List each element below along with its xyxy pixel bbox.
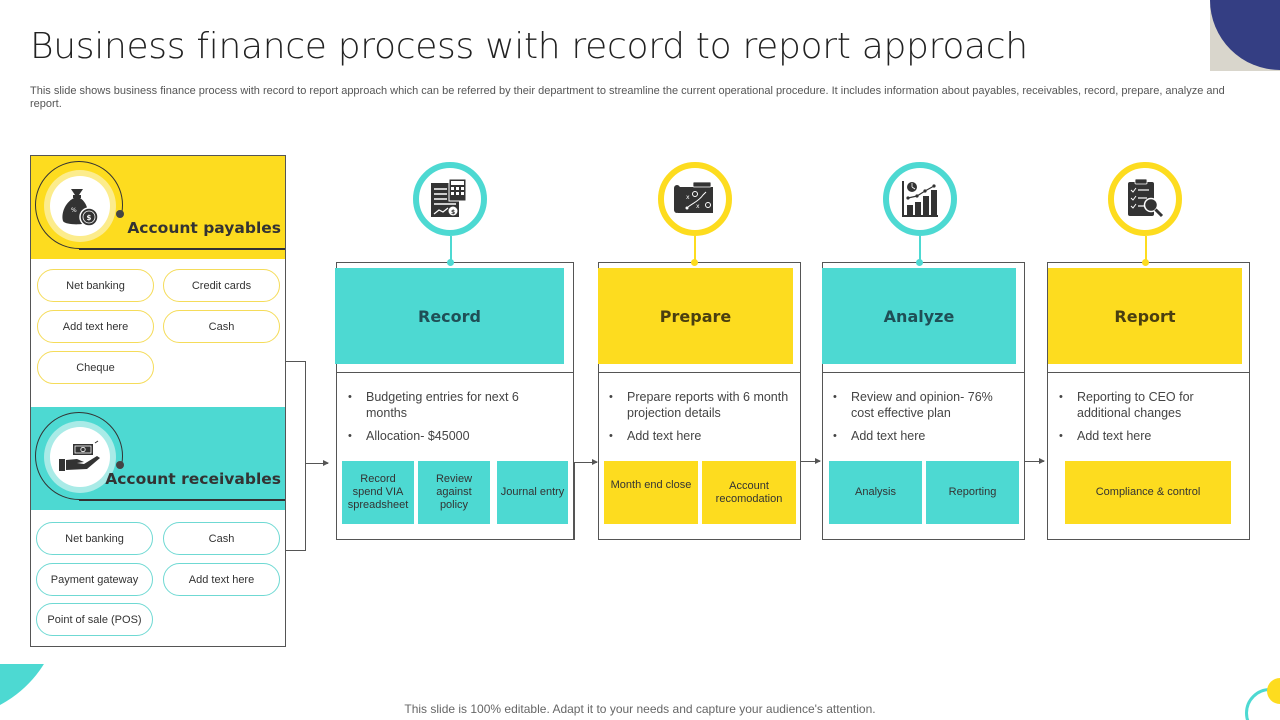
arrow-to-report	[1025, 458, 1045, 464]
corner-decoration-dot	[1267, 678, 1280, 704]
strategy-map-icon: x x	[658, 162, 732, 236]
prepare-substep: Month end close	[604, 461, 698, 524]
report-substep: Compliance & control	[1065, 461, 1231, 524]
svg-text:$: $	[451, 209, 455, 216]
analyze-bullets: Review and opinion- 76% cost effective p…	[831, 389, 1016, 451]
prepare-bullets: Prepare reports with 6 month projection …	[607, 389, 792, 451]
hand-receiving-money-icon	[50, 427, 110, 487]
panel-connector-bracket	[286, 361, 306, 551]
clipboard-search-icon	[1108, 162, 1182, 236]
arrow-to-analyze	[801, 458, 821, 464]
payables-item: Net banking	[37, 269, 154, 302]
svg-text:x: x	[686, 194, 690, 201]
corner-decoration-ring	[1245, 688, 1280, 720]
receivables-item: Point of sale (POS)	[36, 603, 153, 636]
svg-text:%: %	[71, 207, 77, 214]
analyze-substep: Reporting	[926, 461, 1019, 524]
corner-decoration-top-right	[1210, 0, 1280, 71]
payables-item: Add text here	[37, 310, 154, 343]
record-substep: Record spend VIA spreadsheet	[342, 461, 414, 524]
account-payables-title: Account payables	[127, 219, 281, 237]
accounts-panel: % $ Account payables Net banking Credit …	[30, 155, 286, 647]
receivables-item: Cash	[163, 522, 280, 555]
analyze-step-title: Analyze	[822, 268, 1016, 364]
report-step-title: Report	[1048, 268, 1242, 364]
arrow-to-record	[306, 460, 329, 466]
account-receivables-header: Account receivables	[31, 407, 285, 510]
record-substep: Review against policy	[418, 461, 490, 524]
payables-item: Cash	[163, 310, 280, 343]
slide-title: Business finance process with record to …	[30, 26, 1028, 67]
record-step-title: Record	[335, 268, 564, 364]
payables-item: Credit cards	[163, 269, 280, 302]
bullet-item: Reporting to CEO for additional changes	[1057, 389, 1242, 421]
report-bullets: Reporting to CEO for additional changes …	[1057, 389, 1242, 451]
bullet-item: Allocation- $45000	[346, 428, 546, 444]
footer-note: This slide is 100% editable. Adapt it to…	[404, 702, 876, 716]
bullet-item: Review and opinion- 76% cost effective p…	[831, 389, 1016, 421]
slide-subtitle: This slide shows business finance proces…	[30, 85, 1225, 110]
prepare-step-title: Prepare	[598, 268, 793, 364]
bullet-item: Add text here	[607, 428, 792, 444]
svg-text:$: $	[87, 214, 92, 222]
svg-text:x: x	[696, 203, 700, 210]
bullet-item: Budgeting entries for next 6 months	[346, 389, 546, 421]
corner-decoration-bottom-left	[0, 664, 60, 720]
receivables-item: Add text here	[163, 563, 280, 596]
ledger-calculator-icon: $	[413, 162, 487, 236]
receivables-item: Net banking	[36, 522, 153, 555]
payables-item: Cheque	[37, 351, 154, 384]
money-bag-icon: % $	[50, 176, 110, 236]
bullet-item: Prepare reports with 6 month projection …	[607, 389, 792, 421]
arrow-to-prepare	[575, 459, 598, 465]
account-payables-header: % $ Account payables	[31, 156, 285, 259]
record-substep: Journal entry	[497, 461, 568, 524]
bullet-item: Add text here	[1057, 428, 1242, 444]
receivables-item: Payment gateway	[36, 563, 153, 596]
bullet-item: Add text here	[831, 428, 1016, 444]
prepare-substep: Account recomodation	[702, 461, 796, 524]
bar-chart-analytics-icon	[883, 162, 957, 236]
account-receivables-title: Account receivables	[105, 470, 281, 488]
analyze-substep: Analysis	[829, 461, 922, 524]
record-bullets: Budgeting entries for next 6 months Allo…	[346, 389, 546, 451]
